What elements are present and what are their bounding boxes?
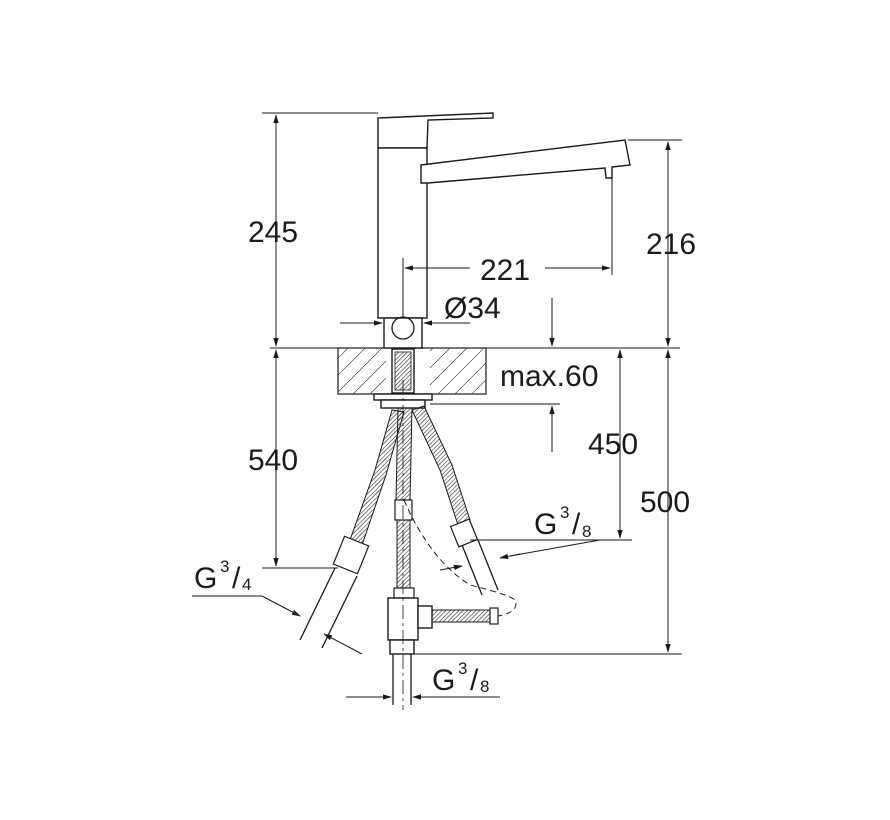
svg-text:/: / bbox=[470, 664, 479, 697]
dim-221-label: 221 bbox=[480, 254, 530, 287]
dimension-lines bbox=[192, 112, 682, 700]
svg-text:3: 3 bbox=[220, 557, 229, 576]
dim-450-label: 450 bbox=[588, 428, 638, 461]
hoses bbox=[299, 380, 517, 710]
svg-text:8: 8 bbox=[582, 522, 591, 541]
svg-text:G: G bbox=[432, 664, 455, 697]
svg-text:4: 4 bbox=[242, 575, 251, 594]
svg-text:8: 8 bbox=[480, 677, 489, 696]
connection-left-label: G 3 / 4 bbox=[194, 557, 251, 595]
svg-text:/: / bbox=[232, 562, 241, 595]
svg-text:G: G bbox=[534, 508, 557, 541]
dim-216-label: 216 bbox=[646, 228, 696, 261]
svg-text:G: G bbox=[194, 562, 217, 595]
dim-540-label: 540 bbox=[248, 444, 298, 477]
dim-max60-label: max.60 bbox=[500, 360, 598, 393]
dim-500-label: 500 bbox=[640, 486, 690, 519]
dim-245-label: 245 bbox=[248, 216, 298, 249]
connection-bottom-label: G 3 / 8 bbox=[432, 659, 489, 697]
countertop bbox=[270, 347, 680, 395]
tap-body bbox=[373, 112, 631, 409]
svg-text:/: / bbox=[572, 508, 581, 541]
connection-right-label: G 3 / 8 bbox=[534, 503, 591, 541]
svg-text:3: 3 bbox=[560, 503, 569, 522]
svg-text:3: 3 bbox=[458, 659, 467, 678]
dim-diameter-label: Ø34 bbox=[444, 292, 501, 325]
